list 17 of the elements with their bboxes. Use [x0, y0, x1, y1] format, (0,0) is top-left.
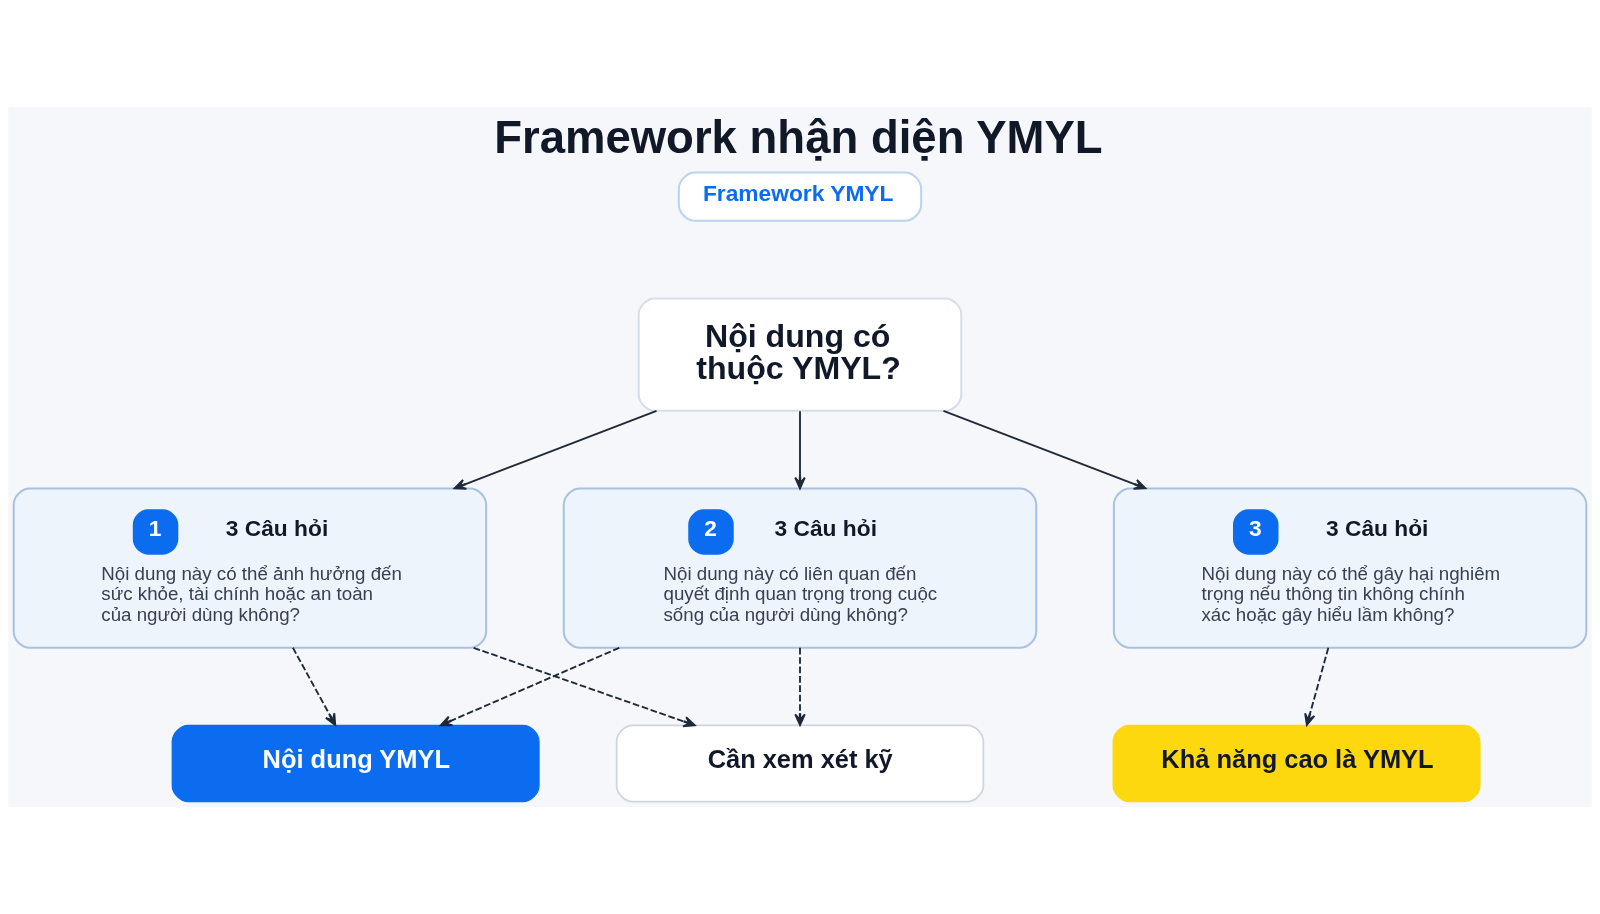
node-box: Cần xem xét kỹ	[615, 724, 985, 803]
arrow	[1304, 646, 1330, 726]
node-box: 3 3 Câu hỏi Nội dung này có thể gây hại nghiêm trọng nếu thông tin không chính xác hoặc gây hiểu lầm không?	[1112, 487, 1588, 649]
arrow	[291, 646, 337, 726]
diagram-title: Framework nhận diện YMYL	[494, 111, 1103, 163]
node-box: 2 3 Câu hỏi Nội dung này có liên quan đến quyết định quan trọng trong cuộc sống của người dùng không?	[562, 487, 1038, 649]
arrow	[794, 410, 806, 490]
node-box: Nội dung có thuộc YMYL?	[637, 297, 963, 412]
arrow	[942, 410, 1147, 490]
node-box: Khả năng cao là YMYL	[1112, 724, 1481, 803]
node-box: 1 3 Câu hỏi Nội dung này có thể ảnh hưởng đến sức khỏe, tài chính hoặc an toàn của người dùng không?	[12, 487, 488, 649]
arrow	[794, 646, 806, 726]
node-box: Framework YMYL	[677, 171, 923, 222]
node-box: Nội dung YMYL	[171, 724, 540, 803]
arrow	[453, 410, 658, 490]
arrow	[439, 646, 621, 727]
arrow	[472, 646, 696, 728]
